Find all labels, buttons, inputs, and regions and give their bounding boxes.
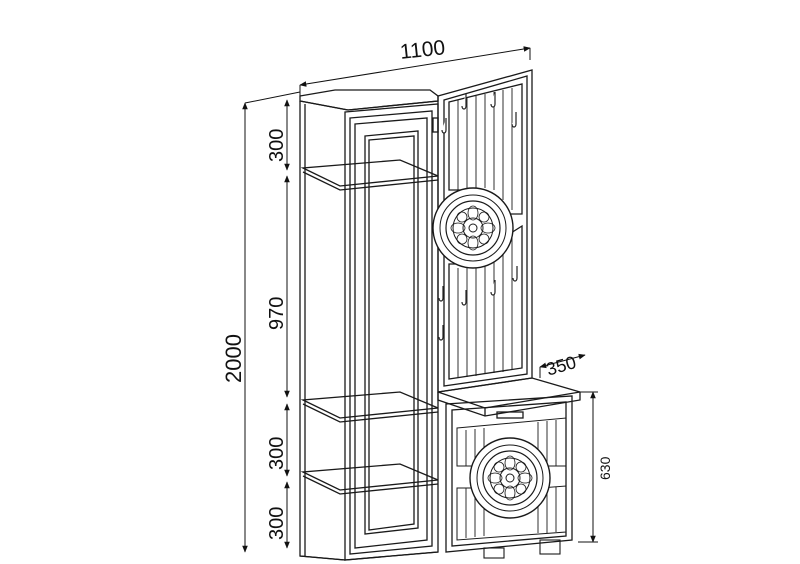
- dim-section-bottom-label: 300: [266, 507, 288, 540]
- coat-hooks: [438, 92, 518, 341]
- dim-section-middle-label: 970: [266, 297, 288, 330]
- dim-section-lower-label: 300: [266, 437, 288, 470]
- dim-bench-height-label: 630: [597, 456, 613, 480]
- dimension-lines: [242, 46, 598, 553]
- rosette-ornament-lower: [469, 437, 551, 519]
- dim-height-label: 2000: [221, 334, 246, 383]
- rosette-ornament-upper: [432, 187, 514, 269]
- tall-cabinet: [299, 89, 439, 561]
- dim-section-top-label: 300: [266, 129, 288, 162]
- dim-depth-label: 350: [544, 352, 578, 380]
- dim-width-label: 1100: [399, 36, 446, 64]
